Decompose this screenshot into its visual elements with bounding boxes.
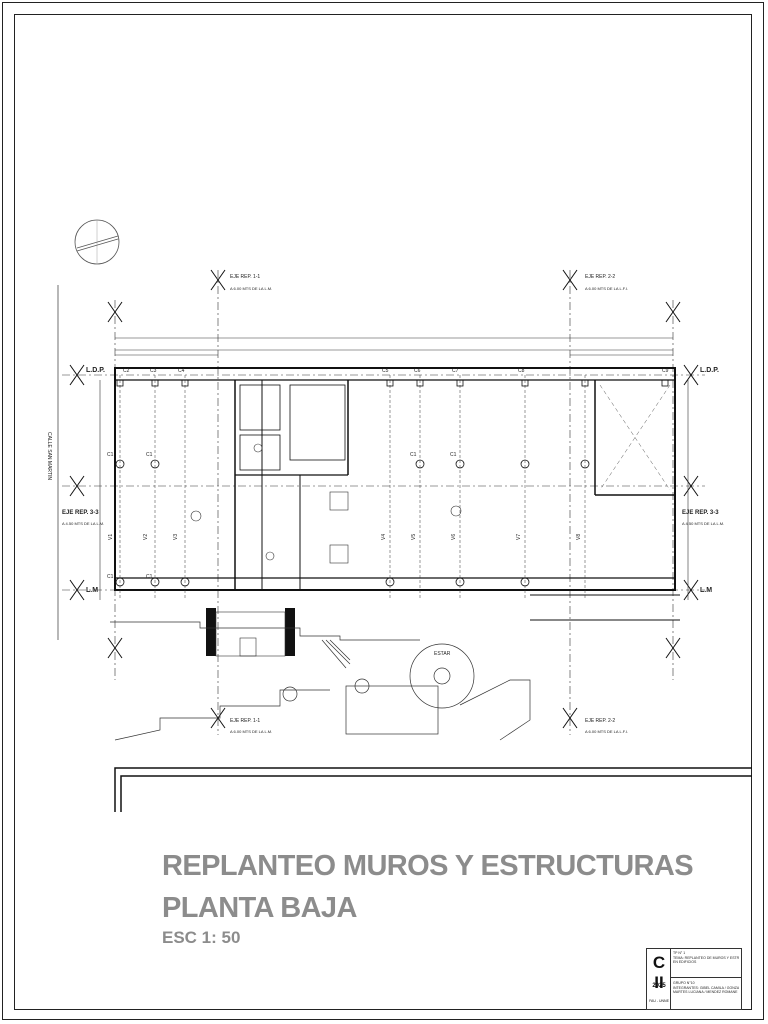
beam-label: V2 xyxy=(143,534,149,540)
column-label: C5 xyxy=(382,368,389,374)
stage-label: ESTAR xyxy=(434,651,451,657)
beam-label: V5 xyxy=(411,534,417,540)
street-label: CALLE SAN MARTIN xyxy=(46,432,52,480)
sheet-year: 2025 xyxy=(652,983,666,989)
group-number: GRUPO N°10 xyxy=(673,981,695,985)
reference-axes xyxy=(62,270,705,735)
column-label: C3 xyxy=(150,368,157,374)
beam-label: V8 xyxy=(576,534,582,540)
axis-1-1-label-bottom: EJE REP. 1-1 xyxy=(230,718,260,724)
axis-3-3-label-left: EJE REP. 3-3 xyxy=(62,510,99,516)
tema-text: TEMA: REPLANTEO DE MUROS Y ESTRUCTURAS xyxy=(673,955,739,960)
column-label: C1 xyxy=(107,452,114,458)
title-cartouche: C II 2025 FAU - UNNE TP N° 1 TEMA: REPLA… xyxy=(646,948,742,1010)
exterior-area xyxy=(110,621,531,741)
dimension-lines xyxy=(99,337,689,600)
column-label: C1 xyxy=(146,574,153,580)
axis-2-2-label-bottom: EJE REP. 2-2 xyxy=(585,718,615,724)
column-label: C1 xyxy=(410,452,417,458)
tp-number: TP N° 1 xyxy=(673,951,686,955)
axis-3-3-sub-right: A 4.50 MTS DE LA L.M. xyxy=(682,521,724,526)
axis-1-1-sub: A 6.00 MTS DE LA L.M. xyxy=(230,286,272,291)
axis-2-2-label: EJE REP. 2-2 xyxy=(585,274,615,280)
drawing-title-block: REPLANTEO MUROS Y ESTRUCTURAS PLANTA BAJ… xyxy=(162,848,694,948)
column-label: C7 xyxy=(452,368,459,374)
column-label: C1 xyxy=(450,452,457,458)
drawing-title: REPLANTEO MUROS Y ESTRUCTURAS xyxy=(162,850,694,882)
team-members: INTEGRANTES: GIBEL CAMILA / GONZALEZ PAU… xyxy=(673,985,739,990)
axis-1-1-sub-bottom: A 6.00 MTS DE LA L.M. xyxy=(230,729,272,734)
columns xyxy=(115,379,669,587)
axis-markers xyxy=(69,269,699,729)
column-label: C4 xyxy=(178,368,185,374)
lm-label-right: L.M xyxy=(700,587,712,594)
column-label: C8 xyxy=(518,368,525,374)
beam-label: V4 xyxy=(381,534,387,540)
column-label: C1 xyxy=(107,574,114,580)
property-line xyxy=(114,767,752,812)
team-members-2: MARTES LUCIANA / MENDEZ ROMANE xyxy=(673,990,738,995)
sheet-inner-frame xyxy=(14,14,752,1010)
beam-label: V6 xyxy=(451,534,457,540)
column-label: C6 xyxy=(414,368,421,374)
column-label: C1 xyxy=(146,452,153,458)
ldp-label-right: L.D.P. xyxy=(700,367,719,374)
beam-label: V3 xyxy=(173,534,179,540)
building-walls xyxy=(114,367,680,621)
sheet-code: C II xyxy=(652,953,666,992)
column-grid xyxy=(119,375,586,600)
axis-2-2-sub-bottom: A 6.00 MTS DE LA L.F.I. xyxy=(585,729,628,734)
lm-label-left: L.M xyxy=(86,587,98,594)
drawing-scale: ESC 1: 50 xyxy=(162,928,241,947)
column-label: C2 xyxy=(123,368,130,374)
ldp-label-left: L.D.P. xyxy=(86,367,105,374)
beam-label: V1 xyxy=(108,534,114,540)
entrance-wall-blocks xyxy=(206,608,295,656)
axis-3-3-sub-left: A 4.50 MTS DE LA L.M. xyxy=(62,521,104,526)
drawing-subtitle: PLANTA BAJA xyxy=(162,892,357,924)
column-label: C9 xyxy=(662,368,669,374)
beam-label: V7 xyxy=(516,534,522,540)
sheet-institution: FAU - UNNE xyxy=(649,999,669,1003)
axis-1-1-label: EJE REP. 1-1 xyxy=(230,274,260,280)
tema-sub: EN EDIFICIOS xyxy=(673,960,697,965)
axis-3-3-label-right: EJE REP. 3-3 xyxy=(682,510,719,516)
axis-2-2-sub: A 6.00 MTS DE LA L.F.I. xyxy=(585,286,628,291)
north-arrow-icon xyxy=(74,219,120,265)
